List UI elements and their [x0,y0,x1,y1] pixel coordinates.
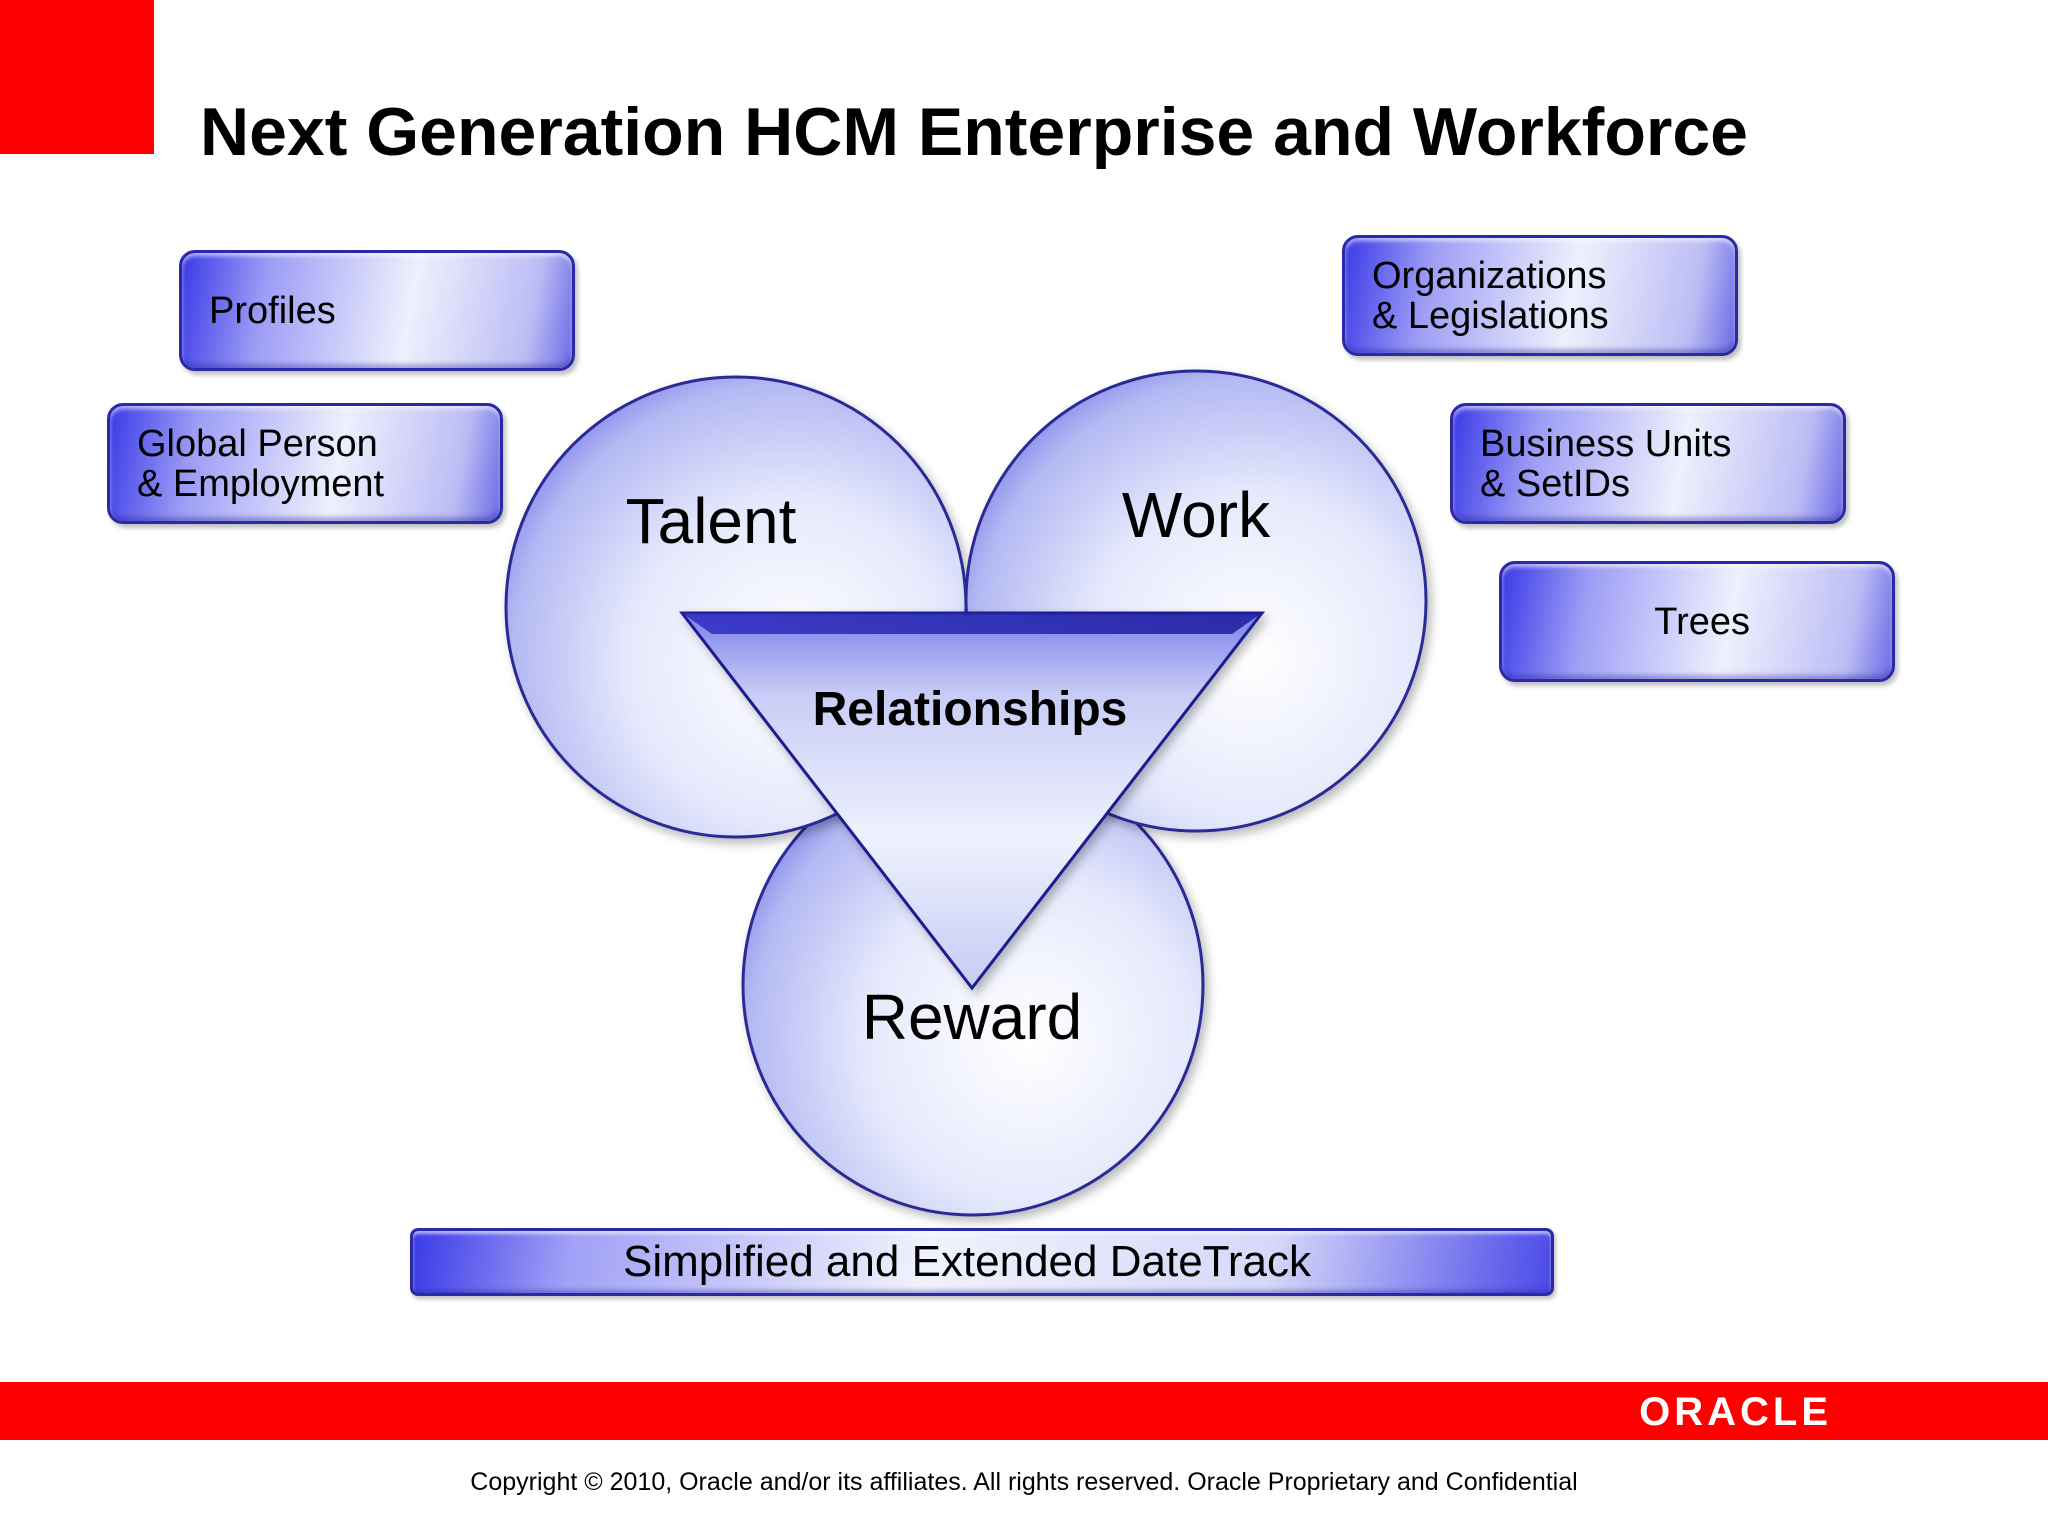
talent-label: Talent [626,485,797,557]
organizations-label-line2: & Legislations [1372,294,1609,337]
global-person-label-line2: & Employment [137,462,385,505]
corner-accent-block [0,0,154,154]
reward-label: Reward [862,981,1083,1053]
oracle-logo: ORACLE [1639,1390,1832,1434]
business-units-setids-box: Business Units & SetIDs [1450,403,1846,524]
business-units-label-line2: & SetIDs [1480,462,1630,505]
slide-title: Next Generation HCM Enterprise and Workf… [200,94,1748,170]
datetrack-bar: Simplified and Extended DateTrack [410,1228,1554,1296]
business-units-label-line1: Business Units [1480,422,1732,465]
work-label: Work [1122,479,1271,551]
global-person-label-line1: Global Person [137,422,378,465]
trees-label: Trees [1654,600,1750,643]
footer-red-band [0,1382,2048,1440]
organizations-legislations-box: Organizations & Legislations [1342,235,1738,356]
global-person-employment-box: Global Person & Employment [107,403,503,524]
organizations-label-line1: Organizations [1372,254,1607,297]
datetrack-label: Simplified and Extended DateTrack [622,1237,1312,1286]
relationships-triangle-top-edge [682,613,1262,634]
trees-box: Trees [1499,561,1895,682]
profiles-box: Profiles [179,250,575,371]
profiles-label: Profiles [209,289,336,332]
relationships-label: Relationships [813,683,1128,736]
copyright-notice: Copyright © 2010, Oracle and/or its affi… [470,1468,1578,1496]
